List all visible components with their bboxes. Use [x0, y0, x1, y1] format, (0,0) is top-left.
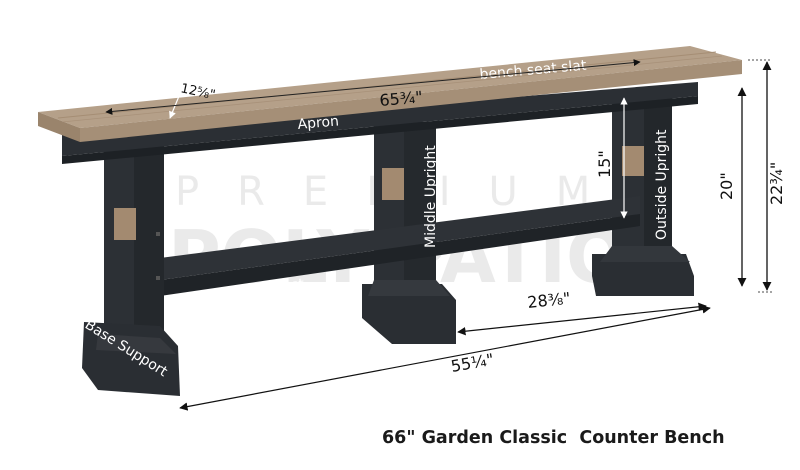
dim-seat-height: 20" — [717, 87, 747, 287]
label-apron: Apron — [297, 113, 340, 133]
dim-overall-height-label: 22¾" — [767, 162, 786, 205]
label-footrest: Footrest — [247, 276, 306, 299]
product-caption: 66" Garden Classic Counter Bench — [382, 428, 725, 448]
dim-upright-height-label: 15" — [595, 150, 614, 178]
dim-overall-height: 22¾" — [748, 59, 786, 293]
dim-upright-height: 15" — [595, 97, 628, 219]
dim-seat-length: 65¾" — [105, 59, 641, 115]
left-upright — [104, 146, 164, 354]
footrest — [160, 196, 640, 296]
label-middle-upright: Middle Upright — [423, 145, 439, 248]
dim-seat-length-label: 65¾" — [379, 87, 424, 110]
label-outside-upright: Outside Upright — [654, 129, 670, 240]
dim-seat-height-label: 20" — [717, 172, 736, 200]
dim-base-spacing-label: 28⅜" — [526, 289, 571, 312]
dim-base-length-label: 55¼" — [449, 350, 495, 376]
left-base-support — [82, 322, 180, 396]
